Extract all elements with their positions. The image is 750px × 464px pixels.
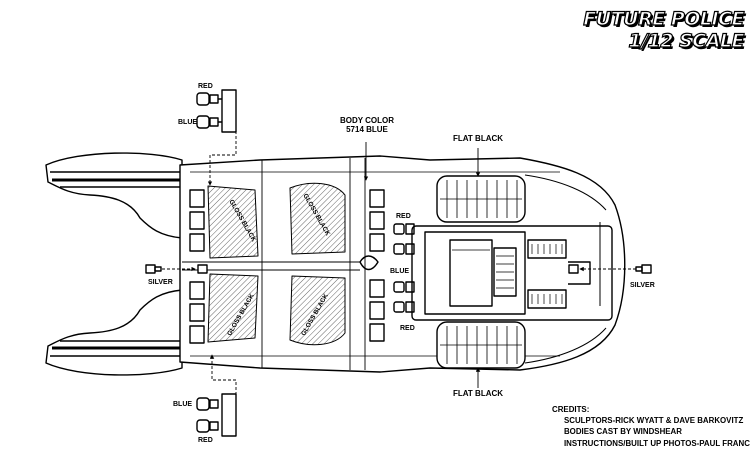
bolt-icon	[197, 264, 208, 274]
rear-top-fin	[45, 152, 183, 239]
light-part-bottom-blue	[196, 397, 219, 411]
console-lights	[393, 223, 415, 313]
silver-label-left: SILVER	[148, 279, 173, 286]
red-label-console-top: RED	[396, 213, 411, 220]
front-seat-top	[289, 182, 346, 255]
blue-label-top: BLUE	[178, 119, 198, 126]
front-tire-bottom	[436, 321, 526, 369]
light-part-top-red	[196, 92, 219, 106]
light-bracket-bottom	[221, 393, 237, 437]
front-nose	[524, 174, 607, 364]
center-console	[359, 189, 385, 342]
flat-black-label-top: FLAT BLACK	[452, 134, 504, 143]
credits-block: CREDITS: SCULPTORS-RICK WYATT & DAVE BAR…	[552, 404, 750, 449]
front-seat-bottom	[289, 275, 346, 346]
rear-seat-top	[189, 185, 259, 259]
blue-label-console: BLUE	[390, 268, 410, 275]
light-bracket-top	[218, 89, 237, 133]
leader-arrow-icon	[207, 101, 237, 186]
engine-block	[411, 225, 613, 321]
light-part-bottom-red	[196, 419, 219, 433]
flat-black-label-bottom: FLAT BLACK	[452, 389, 504, 398]
leader-arrow-icon	[209, 354, 237, 420]
red-label-console-bottom: RED	[400, 325, 415, 332]
rear-seat-bottom	[189, 273, 259, 344]
bolt-icon	[568, 264, 579, 274]
credits-heading: CREDITS:	[552, 404, 590, 414]
front-tire-top	[436, 175, 526, 223]
body-color-code: 5714 BLUE	[346, 125, 388, 134]
credits-line: BODIES CAST BY WINDSHEAR	[563, 426, 682, 437]
bolt-icon	[635, 264, 652, 274]
blue-label-bottom: BLUE	[173, 401, 193, 408]
credits-line: SCULPTORS-RICK WYATT & DAVE BARKOVITZ	[563, 415, 744, 426]
page-title: FUTURE POLICE 1/12 SCALE	[583, 7, 745, 52]
bolt-icon	[145, 264, 162, 274]
red-label-top: RED	[198, 83, 213, 90]
silver-label-right: SILVER	[630, 282, 655, 289]
light-part-top-blue	[196, 115, 219, 129]
body-color-label: BODY COLOR	[339, 116, 395, 125]
red-label-bottom: RED	[198, 437, 213, 444]
credits-line: INSTRUCTIONS/BUILT UP PHOTOS-PAUL FRANCI…	[563, 437, 750, 448]
rear-bottom-fin	[45, 289, 183, 376]
